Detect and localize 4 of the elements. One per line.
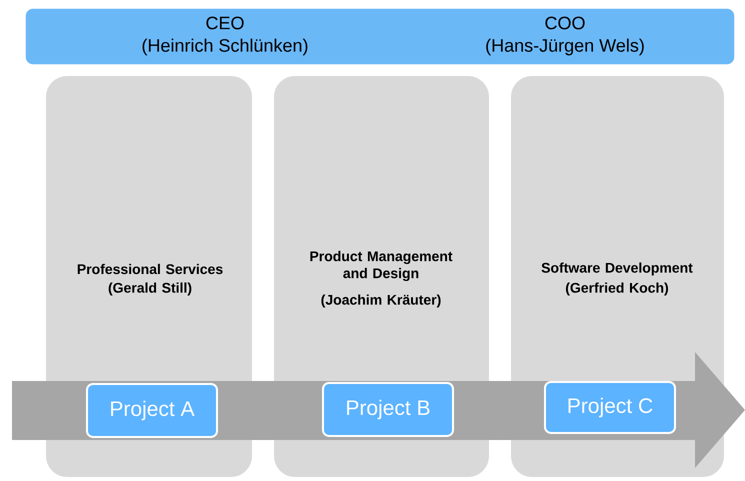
header-bar: CEO (Heinrich Schlünken) COO (Hans-Jürgen Wels) [24,7,736,66]
project-box: Project A [86,382,218,438]
project-box: Project B [322,382,454,437]
project-box: Project C [544,380,676,434]
